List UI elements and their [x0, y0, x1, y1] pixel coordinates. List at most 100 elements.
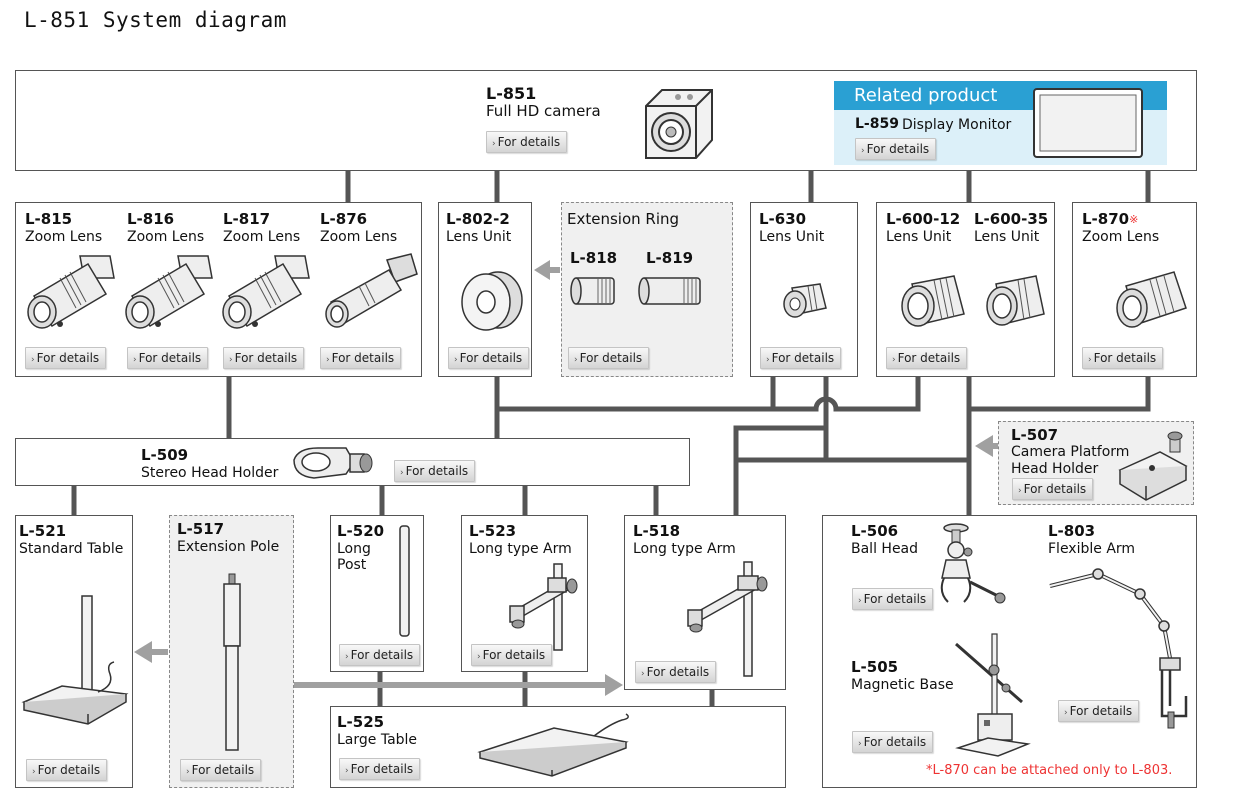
chevron-right-icon: ›	[641, 669, 645, 679]
lens-l816-code: L-816	[127, 210, 175, 228]
lens-l815-code: L-815	[25, 210, 73, 228]
lens-l816-name: Zoom Lens	[127, 229, 205, 245]
lens-l816-details-button[interactable]: ›For details	[127, 347, 209, 369]
chevron-right-icon: ›	[1064, 708, 1068, 718]
mount-l803-code: L-803	[1048, 522, 1096, 540]
zoom-lens-l876-icon	[325, 253, 418, 328]
camera-icon	[645, 89, 713, 159]
chevron-right-icon: ›	[1088, 355, 1092, 365]
extension-ring-l818-code: L-818	[570, 249, 618, 267]
camera-name: Full HD camera	[486, 102, 601, 120]
stand-l523-code: L-523	[469, 522, 517, 540]
stand-l523-name: Long type Arm	[469, 541, 572, 557]
stand-l520-details-button[interactable]: ›For details	[339, 644, 421, 666]
long-arm-l518-icon	[687, 561, 768, 677]
lens-l630-code: L-630	[759, 210, 807, 228]
lens-l876-name: Zoom Lens	[320, 229, 398, 245]
lens-l60035-code: L-600-35	[974, 210, 1049, 228]
stand-l521-panel	[15, 515, 133, 788]
holder-l509-name: Stereo Head Holder	[141, 465, 279, 481]
lens-l815-details-button[interactable]: ›For details	[25, 347, 107, 369]
lens-l802-details-button[interactable]: ›For details	[448, 347, 530, 369]
stand-l517-details-button[interactable]: ›For details	[180, 759, 262, 781]
stand-l518-panel	[624, 515, 786, 690]
chevron-right-icon: ›	[400, 468, 404, 478]
long-post-icon	[399, 525, 410, 637]
mount-l505-details-button[interactable]: ›For details	[852, 731, 934, 753]
compatibility-note: *L-870 can be attached only to L-803.	[926, 763, 1173, 778]
stand-l523-details-button[interactable]: ›For details	[471, 644, 553, 666]
extension-ring-l819-code: L-819	[646, 249, 694, 267]
extension-ring-l818-icon	[570, 277, 615, 305]
lens-l817-details-button[interactable]: ›For details	[223, 347, 305, 369]
lens-unit-l630-icon	[783, 283, 827, 318]
related-product-code: L-859	[855, 116, 899, 132]
lens-l876-code: L-876	[320, 210, 368, 228]
chevron-right-icon: ›	[31, 355, 35, 365]
extension-ring-title: Extension Ring	[567, 210, 680, 228]
camera-platform-holder-icon	[1118, 431, 1188, 501]
holder-l507-name-line2: Head Holder	[1011, 461, 1099, 477]
monitor-icon	[1033, 88, 1143, 158]
stand-l518-details-button[interactable]: ›For details	[635, 661, 717, 683]
lens-l60012-code: L-600-12	[886, 210, 961, 228]
lens-l802-name: Lens Unit	[446, 229, 512, 245]
chevron-right-icon: ›	[454, 355, 458, 365]
stand-l517-name: Extension Pole	[177, 539, 280, 555]
holder-l507-details-button[interactable]: ›For details	[1012, 478, 1094, 500]
camera-code: L-851	[486, 84, 537, 103]
lens-l870-name: Zoom Lens	[1082, 229, 1160, 245]
mount-l803-details-button[interactable]: ›For details	[1058, 700, 1140, 722]
lens-l600-details-button[interactable]: ›For details	[886, 347, 968, 369]
lens-l630-name: Lens Unit	[759, 229, 825, 245]
mount-l506-details-button[interactable]: ›For details	[852, 588, 934, 610]
lens-l817-code: L-817	[223, 210, 271, 228]
long-arm-l523-icon	[509, 563, 578, 651]
zoom-lens-l870-icon	[1116, 271, 1187, 328]
extension-ring-details-button[interactable]: ›For details	[568, 347, 650, 369]
stand-l521-details-button[interactable]: ›For details	[26, 759, 108, 781]
mount-l505-name: Magnetic Base	[851, 677, 954, 693]
chevron-right-icon: ›	[858, 596, 862, 606]
holder-l507-name-line1: Camera Platform	[1011, 444, 1130, 460]
stand-l525-code: L-525	[337, 713, 385, 731]
chevron-right-icon: ›	[861, 146, 865, 156]
lens-l870-details-button[interactable]: ›For details	[1082, 347, 1164, 369]
stand-l525-details-button[interactable]: ›For details	[339, 758, 421, 780]
chevron-right-icon: ›	[326, 355, 330, 365]
mount-l505-code: L-505	[851, 658, 899, 676]
magnetic-base-icon	[955, 633, 1031, 757]
lens-l802-code: L-802-2	[446, 210, 510, 228]
zoom-lens-l816-icon	[125, 255, 213, 329]
large-table-icon	[477, 713, 629, 777]
stand-l518-name: Long type Arm	[633, 541, 736, 557]
asterisk-mark: ※	[1129, 213, 1139, 226]
chevron-right-icon: ›	[229, 355, 233, 365]
lens-unit-l60035-icon	[986, 275, 1045, 326]
related-product-name: Display Monitor	[902, 117, 1012, 133]
chevron-right-icon: ›	[133, 355, 137, 365]
lens-unit-l802-icon	[461, 271, 523, 331]
holder-l509-details-button[interactable]: ›For details	[394, 460, 476, 482]
lens-l870-code: L-870※	[1082, 210, 1139, 228]
camera-details-button[interactable]: ›For details	[486, 131, 568, 153]
mount-l506-code: L-506	[851, 522, 899, 540]
lens-l815-name: Zoom Lens	[25, 229, 103, 245]
related-details-button[interactable]: ›For details	[855, 138, 937, 160]
stand-l521-code: L-521	[19, 522, 67, 540]
lens-l876-details-button[interactable]: ›For details	[320, 347, 402, 369]
chevron-right-icon: ›	[186, 767, 190, 777]
lens-l630-details-button[interactable]: ›For details	[760, 347, 842, 369]
mount-l506-name: Ball Head	[851, 541, 919, 557]
flexible-arm-icon	[1049, 568, 1188, 729]
extension-pole-icon	[223, 573, 241, 751]
standard-table-icon	[21, 595, 129, 725]
ball-head-icon	[940, 523, 1006, 604]
chevron-right-icon: ›	[345, 766, 349, 776]
chevron-right-icon: ›	[574, 355, 578, 365]
stand-l518-code: L-518	[633, 522, 681, 540]
lens-unit-l60012-icon	[901, 275, 965, 327]
stand-l521-name: Standard Table	[19, 541, 124, 557]
stand-l525-name: Large Table	[337, 732, 418, 748]
